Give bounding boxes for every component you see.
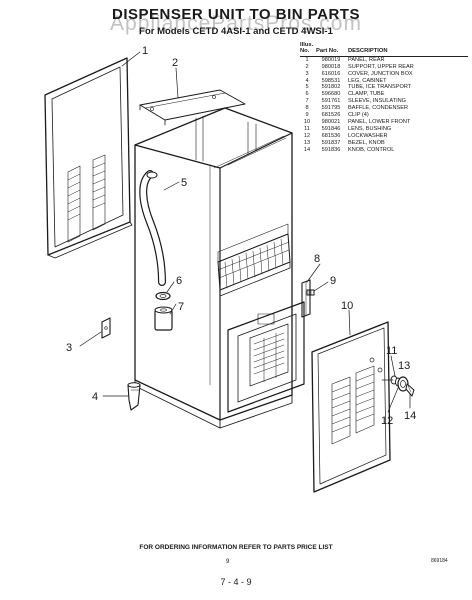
page-subtitle: For Models CETD 4ASI-1 and CETD 4WSI-1 bbox=[139, 26, 333, 37]
row-description: LOCKWASHER bbox=[348, 132, 388, 139]
callout-6: 6 bbox=[176, 275, 182, 287]
row-part-no: 598531 bbox=[321, 77, 341, 84]
knob-hardware bbox=[390, 375, 415, 397]
row-part-no: 591795 bbox=[321, 105, 341, 112]
parts-table-row: 10 980021 PANEL, LOWER FRONT bbox=[300, 119, 468, 126]
row-description: COVER, JUNCTION BOX bbox=[348, 70, 413, 77]
callout-14: 14 bbox=[404, 410, 416, 422]
parts-table-row: 8 591795 BAFFLE, CONDENSER bbox=[300, 105, 468, 112]
exploded-diagram: 1 2 5 6 7 3 4 8 9 10 11 13 12 14 bbox=[44, 45, 416, 493]
row-illus-no: 13 bbox=[303, 139, 311, 146]
row-description: BEZEL, KNOB bbox=[348, 139, 385, 146]
parts-table-body: 1 980019 PANEL, REAR 2 980018 SUPPORT, UPPER … bbox=[300, 56, 468, 153]
row-illus-no: 7 bbox=[305, 98, 309, 105]
row-description: TUBE, ICE TRANSPORT bbox=[348, 84, 412, 91]
row-part-no: 980021 bbox=[321, 118, 341, 125]
page-title: DISPENSER UNIT TO BIN PARTS bbox=[112, 6, 360, 23]
row-part-no: 681536 bbox=[321, 132, 341, 139]
bottom-number: 7 - 4 - 9 bbox=[220, 577, 252, 587]
callout-1: 1 bbox=[142, 45, 148, 57]
row-part-no: 616016 bbox=[321, 70, 341, 77]
row-illus-no: 4 bbox=[305, 77, 309, 84]
row-part-no: 980019 bbox=[321, 56, 341, 63]
callout-numbers: 1 2 5 6 7 3 4 8 9 10 11 13 12 14 bbox=[66, 45, 416, 427]
row-illus-no: 9 bbox=[305, 112, 309, 119]
parts-table-row: 11 591846 LENS, BUSHING bbox=[300, 126, 468, 133]
row-illus-no: 14 bbox=[303, 146, 311, 153]
row-description: LEG, CABINET bbox=[348, 77, 387, 84]
front-frame bbox=[227, 301, 305, 413]
callout-8: 8 bbox=[314, 253, 320, 265]
callout-7: 7 bbox=[178, 301, 184, 313]
cabinet-leg bbox=[127, 382, 141, 411]
callout-9: 9 bbox=[330, 275, 336, 287]
row-part-no: 591846 bbox=[321, 125, 341, 132]
rear-panel bbox=[44, 57, 133, 259]
document-code: 869184 bbox=[431, 558, 448, 564]
callout-10: 10 bbox=[341, 300, 353, 312]
parts-table-row: 2 980018 SUPPORT, UPPER REAR bbox=[300, 64, 468, 71]
callout-12: 12 bbox=[381, 415, 393, 427]
row-description: LENS, BUSHING bbox=[348, 125, 392, 132]
clip bbox=[306, 289, 315, 296]
callout-5: 5 bbox=[181, 177, 187, 189]
lower-front-panel bbox=[311, 321, 391, 493]
row-illus-no: 5 bbox=[305, 84, 309, 91]
col-illus-header: Illus. No. bbox=[300, 42, 316, 57]
parts-table-row: 13 591837 BEZEL, KNOB bbox=[300, 140, 468, 147]
watermark-text: AppliancePartsPros.com bbox=[110, 12, 362, 35]
row-illus-no: 3 bbox=[305, 70, 309, 77]
row-illus-no: 11 bbox=[304, 125, 310, 132]
row-illus-no: 12 bbox=[303, 132, 311, 139]
callout-3: 3 bbox=[66, 342, 72, 354]
junction-box-cover bbox=[101, 317, 111, 339]
parts-table-row: 4 598531 LEG, CABINET bbox=[300, 78, 468, 85]
condenser-baffle bbox=[301, 279, 311, 318]
row-part-no: 591761 bbox=[321, 98, 341, 105]
leader-lines bbox=[79, 51, 411, 413]
row-part-no: 980018 bbox=[321, 63, 341, 70]
callout-13: 13 bbox=[398, 360, 410, 372]
row-illus-no: 8 bbox=[305, 105, 309, 112]
row-description: CLAMP, TUBE bbox=[348, 91, 385, 98]
callout-11: 11 bbox=[386, 345, 397, 357]
condenser-grille bbox=[217, 223, 291, 297]
parts-table-row: 14 591836 KNOB, CONTROL bbox=[300, 147, 468, 154]
row-description: KNOB, CONTROL bbox=[348, 146, 395, 153]
row-part-no: 591802 bbox=[321, 84, 341, 91]
ordering-note: FOR ORDERING INFORMATION REFER TO PARTS … bbox=[139, 544, 333, 551]
callout-4: 4 bbox=[92, 391, 98, 403]
parts-table-header: Illus. No. Part No. DESCRIPTION bbox=[300, 42, 468, 57]
callout-2: 2 bbox=[172, 57, 178, 69]
row-description: SUPPORT, UPPER REAR bbox=[348, 63, 414, 70]
row-description: SLEEVE, INSULATING bbox=[348, 98, 407, 105]
parts-table-row: 12 681536 LOCKWASHER bbox=[300, 133, 468, 140]
insulating-sleeve bbox=[154, 306, 173, 331]
parts-table-row: 1 980019 PANEL, REAR bbox=[300, 56, 468, 63]
row-description: PANEL, LOWER FRONT bbox=[348, 118, 411, 125]
tube-clamp bbox=[155, 291, 171, 301]
row-part-no: 591836 bbox=[321, 146, 341, 153]
row-illus-no: 1 bbox=[305, 56, 309, 63]
col-part-header: Part No. bbox=[316, 42, 348, 57]
row-part-no: 681526 bbox=[321, 112, 341, 119]
row-description: BAFFLE, CONDENSER bbox=[348, 105, 408, 112]
upper-rear-support bbox=[139, 89, 246, 126]
row-illus-no: 6 bbox=[305, 91, 309, 98]
parts-table-row: 7 591761 SLEEVE, INSULATING bbox=[300, 98, 468, 105]
parts-table-row: 5 591802 TUBE, ICE TRANSPORT bbox=[300, 84, 468, 91]
parts-table-row: 6 596680 CLAMP, TUBE bbox=[300, 91, 468, 98]
parts-table-row: 3 616016 COVER, JUNCTION BOX bbox=[300, 71, 468, 78]
parts-table-row: 9 681526 CLIP (4) bbox=[300, 112, 468, 119]
ice-transport-tube bbox=[139, 170, 166, 286]
row-illus-no: 2 bbox=[305, 63, 309, 70]
col-desc-header: DESCRIPTION bbox=[348, 42, 468, 57]
row-description: PANEL, REAR bbox=[348, 56, 385, 63]
row-part-no: 591837 bbox=[321, 139, 341, 146]
row-description: CLIP (4) bbox=[348, 112, 369, 119]
row-part-no: 596680 bbox=[321, 91, 341, 98]
row-illus-no: 10 bbox=[303, 118, 311, 125]
page-number: 9 bbox=[226, 559, 230, 565]
